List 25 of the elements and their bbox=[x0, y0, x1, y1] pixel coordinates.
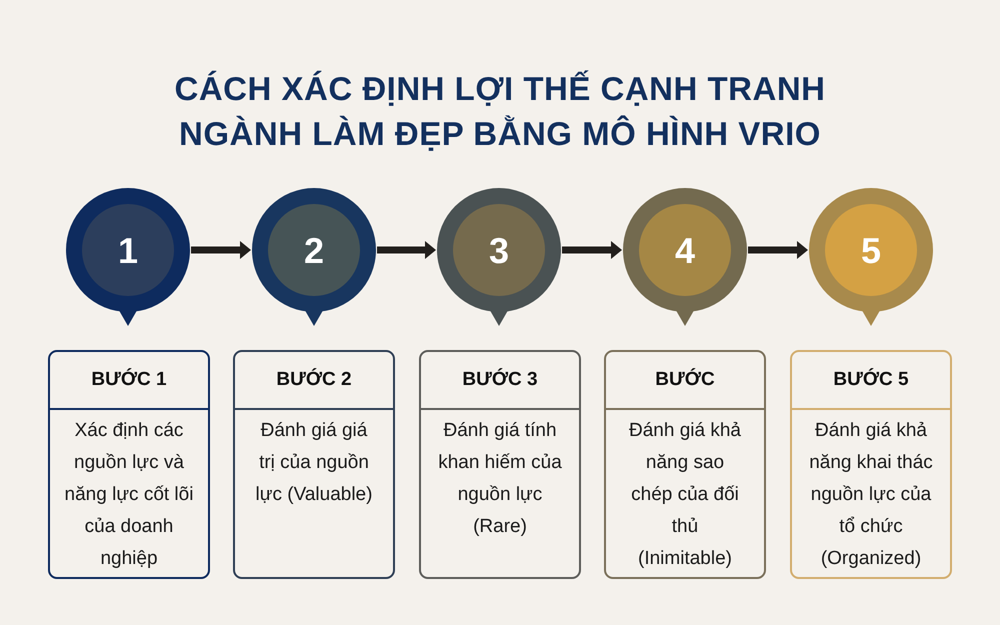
step-description: Đánh giá tính khan hiếm của nguồn lực (Rare) bbox=[437, 419, 563, 539]
step-card bbox=[233, 350, 395, 579]
step-number: 3 bbox=[488, 233, 510, 269]
step-heading: BƯỚC 2 bbox=[276, 369, 352, 391]
step-description: Xác định các nguồn lực và năng lực cốt lõi của doanh nghiệp bbox=[64, 419, 194, 571]
step-card bbox=[48, 350, 210, 579]
step-heading: BƯỚC 1 bbox=[91, 369, 167, 391]
arrow bbox=[748, 241, 808, 259]
step-description: Đánh giá khả năng khai thác nguồn lực của tổ chức (Organized) bbox=[808, 419, 934, 571]
step-card bbox=[790, 350, 952, 579]
step-description: Đánh giá giá trị của nguồn lực (Valuable) bbox=[254, 419, 374, 507]
arrow bbox=[191, 241, 251, 259]
arrow bbox=[377, 241, 436, 259]
step-heading: BƯỚC bbox=[655, 369, 715, 391]
step-number: 5 bbox=[860, 233, 882, 269]
arrow bbox=[562, 241, 622, 259]
step-number: 2 bbox=[304, 233, 324, 269]
title: CÁCH XÁC ĐỊNH LỢI THẾ CẠNH TRANH NGÀNH LÀM ĐẸP BẰNG MÔ HÌNH VRIO bbox=[174, 69, 826, 154]
step-heading: BƯỚC 3 bbox=[462, 369, 538, 391]
step-description: Đánh giá khả năng sao chép của đối thủ (Inimitable) bbox=[628, 419, 742, 571]
step-heading: BƯỚC 5 bbox=[833, 369, 909, 391]
step-card bbox=[419, 350, 581, 579]
step-number: 4 bbox=[674, 233, 696, 269]
step-number: 1 bbox=[118, 233, 138, 269]
step-card bbox=[604, 350, 766, 579]
